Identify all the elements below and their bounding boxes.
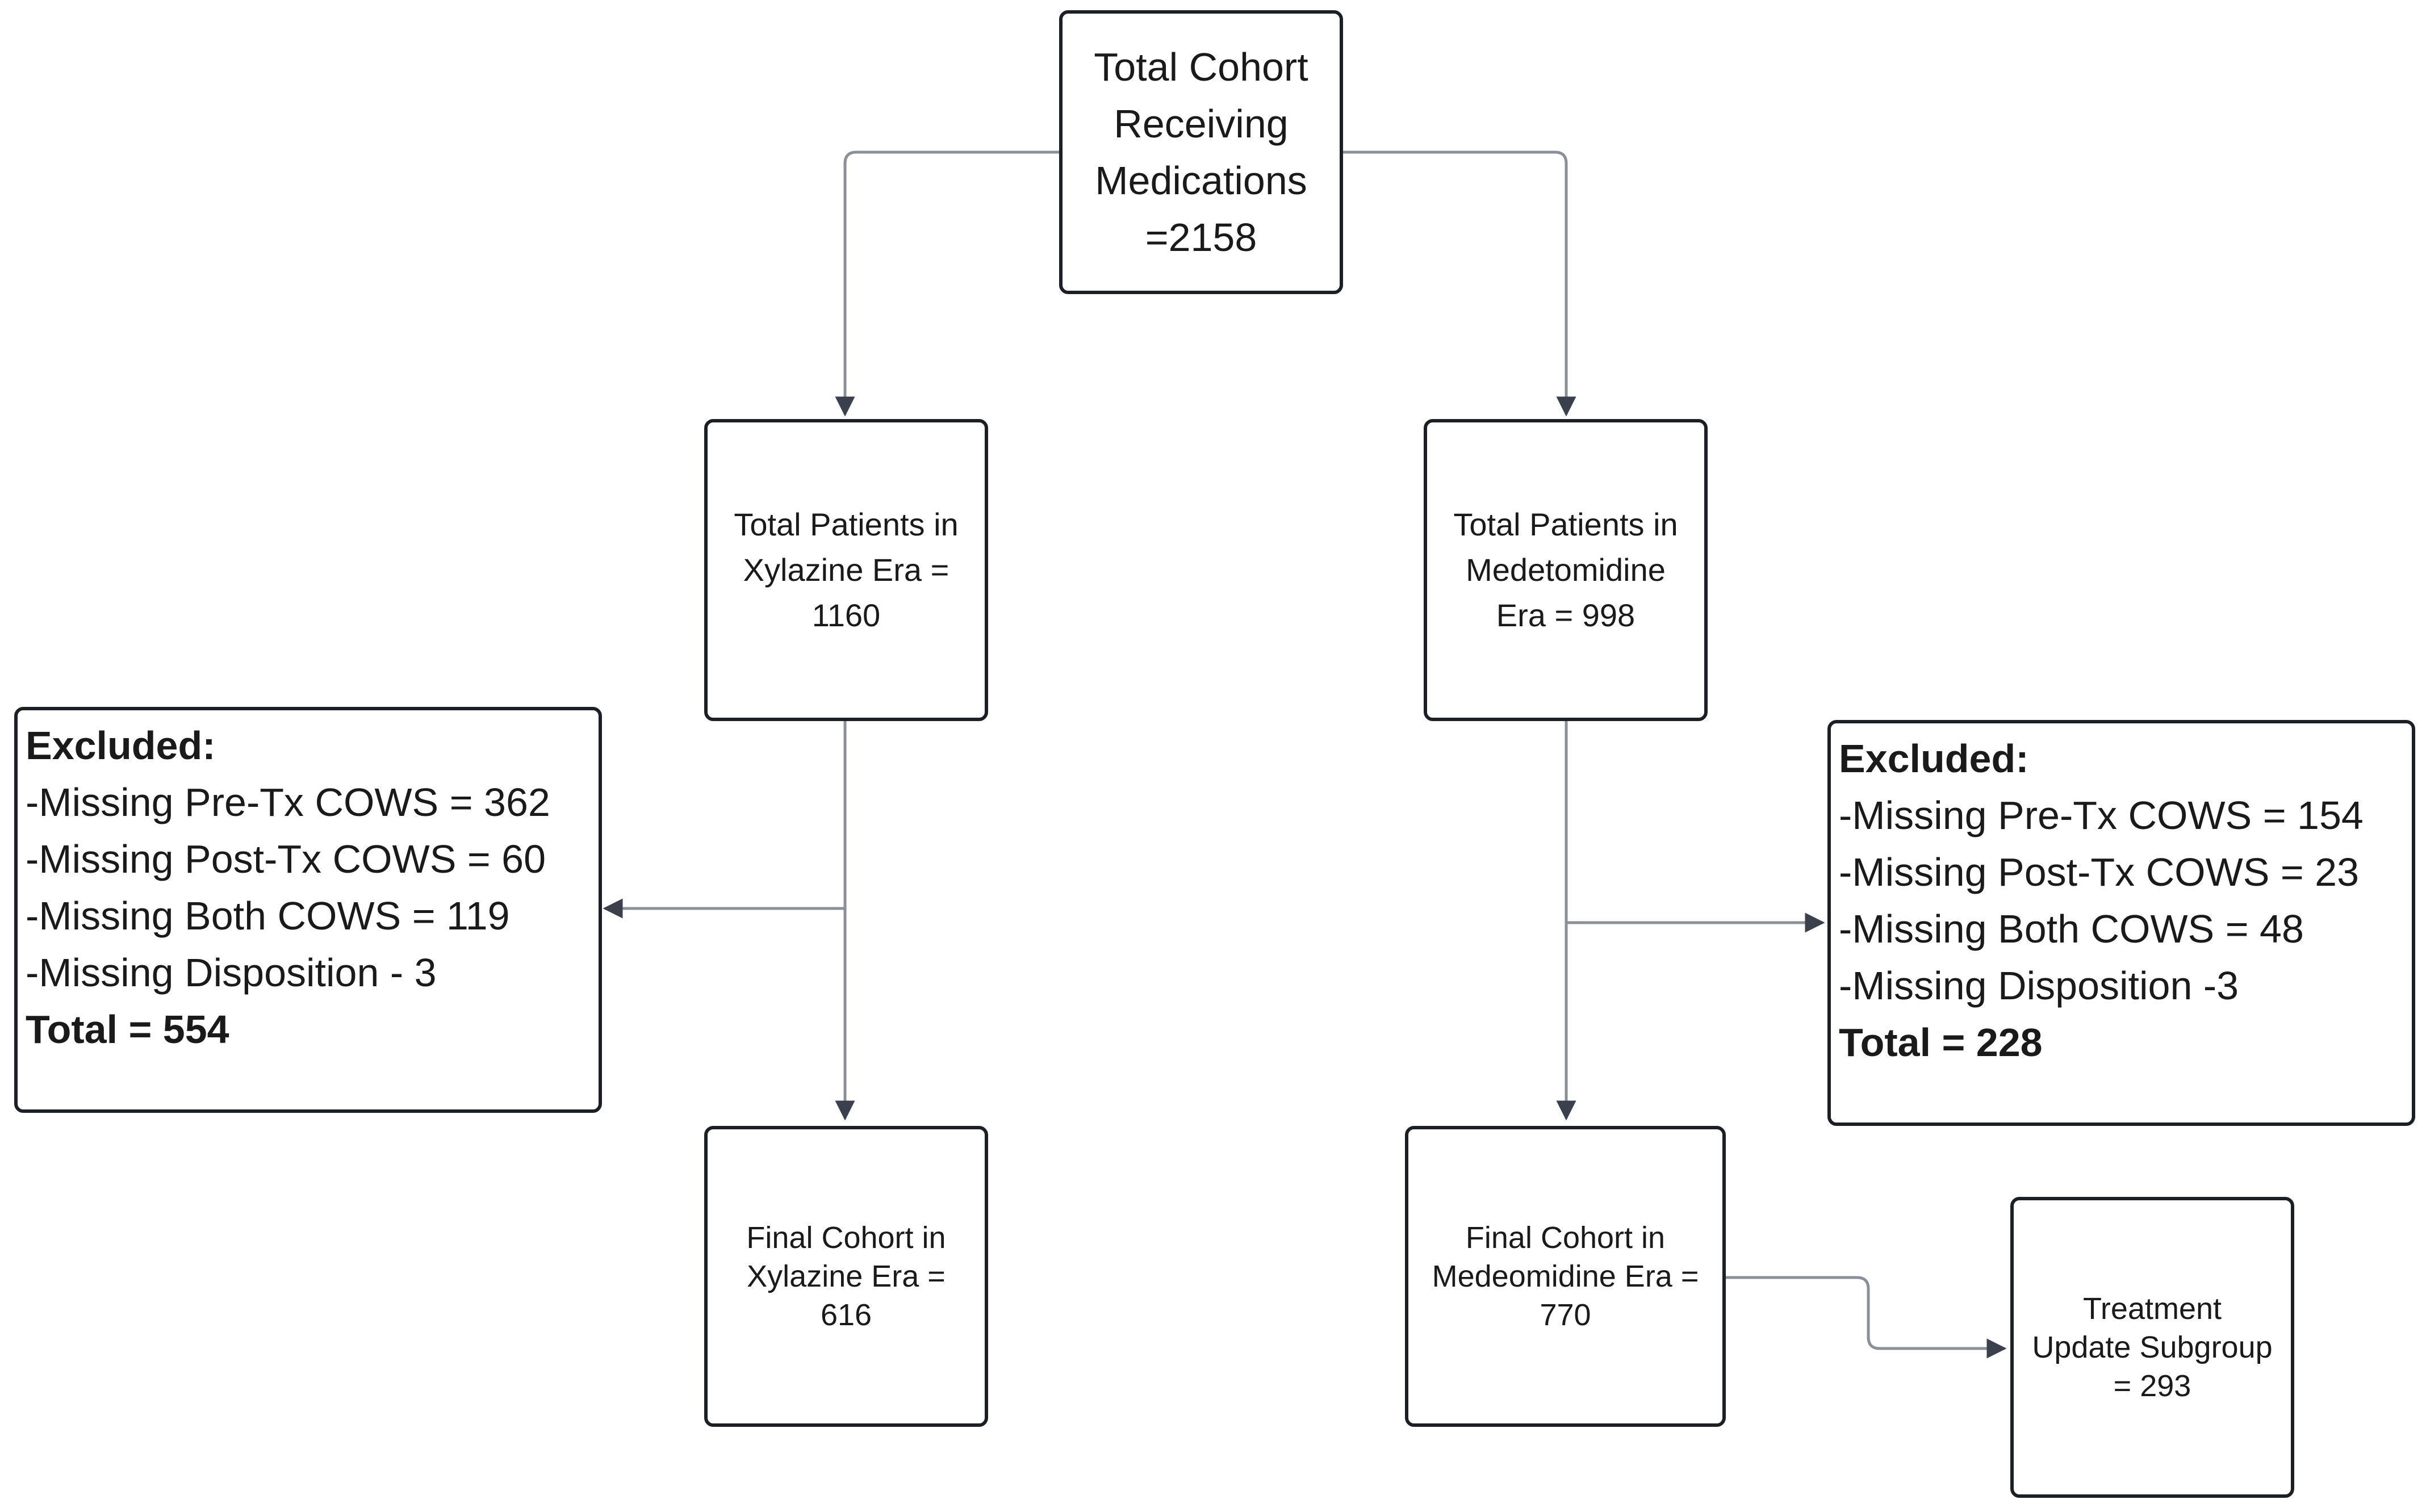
medetomidine-exclusion-item: -Missing Both COWS = 48	[1839, 907, 2304, 951]
xylazine-era-line-1: Total Patients in	[734, 506, 959, 542]
xylazine-exclusion-item: -Missing Pre-Tx COWS = 362	[26, 780, 550, 824]
medetomidine-exclusion-item: -Missing Post-Tx COWS = 23	[1839, 850, 2360, 894]
xylazine-exclusion-box: Excluded: -Missing Pre-Tx COWS = 362 -Mi…	[14, 707, 602, 1113]
final-medetomidine-box: Final Cohort in Medeomidine Era = 770	[1405, 1126, 1726, 1427]
xylazine-exclusion-total: Total = 554	[26, 1007, 229, 1052]
final-xylazine-box: Final Cohort in Xylazine Era = 616	[704, 1126, 988, 1427]
treatment-update-box: Treatment Update Subgroup = 293	[2010, 1197, 2294, 1498]
xylazine-era-line-2: Xylazine Era =	[743, 552, 950, 588]
xylazine-exclusion-item: -Missing Disposition - 3	[26, 950, 437, 995]
final-xylazine-line-1: Final Cohort in	[746, 1221, 946, 1255]
total-cohort-line-1: Total Cohort	[1094, 45, 1308, 89]
xylazine-era-line-3: 1160	[812, 597, 881, 633]
xylazine-era-box: Total Patients in Xylazine Era = 1160	[704, 419, 988, 721]
medetomidine-exclusion-total: Total = 228	[1839, 1020, 2043, 1065]
medetomidine-era-line-2: Medetomidine	[1466, 552, 1666, 588]
total-cohort-line-2: Receiving	[1114, 102, 1289, 146]
connector-total-to-xylazine	[835, 150, 1059, 417]
final-xylazine-line-3: 616	[820, 1298, 872, 1332]
medetomidine-era-line-1: Total Patients in	[1453, 506, 1678, 542]
treatment-update-line-1: Treatment	[2082, 1292, 2222, 1326]
total-cohort-line-4: =2158	[1145, 215, 1257, 259]
medetomidine-exclusion-item: -Missing Pre-Tx COWS = 154	[1839, 793, 2364, 837]
medetomidine-era-box: Total Patients in Medetomidine Era = 998	[1424, 419, 1708, 721]
medetomidine-exclusion-item: -Missing Disposition -3	[1839, 964, 2239, 1008]
xylazine-exclusion-heading: Excluded:	[26, 723, 216, 768]
treatment-update-line-2: Update Subgroup	[2032, 1330, 2273, 1364]
total-cohort-box: Total Cohort Receiving Medications =2158	[1059, 10, 1343, 294]
final-medetomidine-line-1: Final Cohort in	[1465, 1221, 1666, 1255]
total-cohort-line-3: Medications	[1095, 158, 1307, 203]
final-medetomidine-line-2: Medeomidine Era =	[1432, 1259, 1699, 1293]
treatment-update-line-3: = 293	[2113, 1369, 2191, 1403]
connector-final-to-treatment-update	[1724, 1276, 2007, 1359]
medetomidine-exclusion-box: Excluded: -Missing Pre-Tx COWS = 154 -Mi…	[1827, 720, 2415, 1126]
final-xylazine-line-2: Xylazine Era =	[747, 1259, 946, 1293]
xylazine-exclusion-item: -Missing Post-Tx COWS = 60	[26, 837, 546, 881]
medetomidine-era-line-3: Era = 998	[1496, 597, 1636, 633]
xylazine-exclusion-item: -Missing Both COWS = 119	[26, 894, 510, 938]
final-medetomidine-line-3: 770	[1540, 1298, 1591, 1332]
medetomidine-exclusion-heading: Excluded:	[1839, 736, 2029, 781]
connector-total-to-medetomidine	[1343, 150, 1576, 417]
